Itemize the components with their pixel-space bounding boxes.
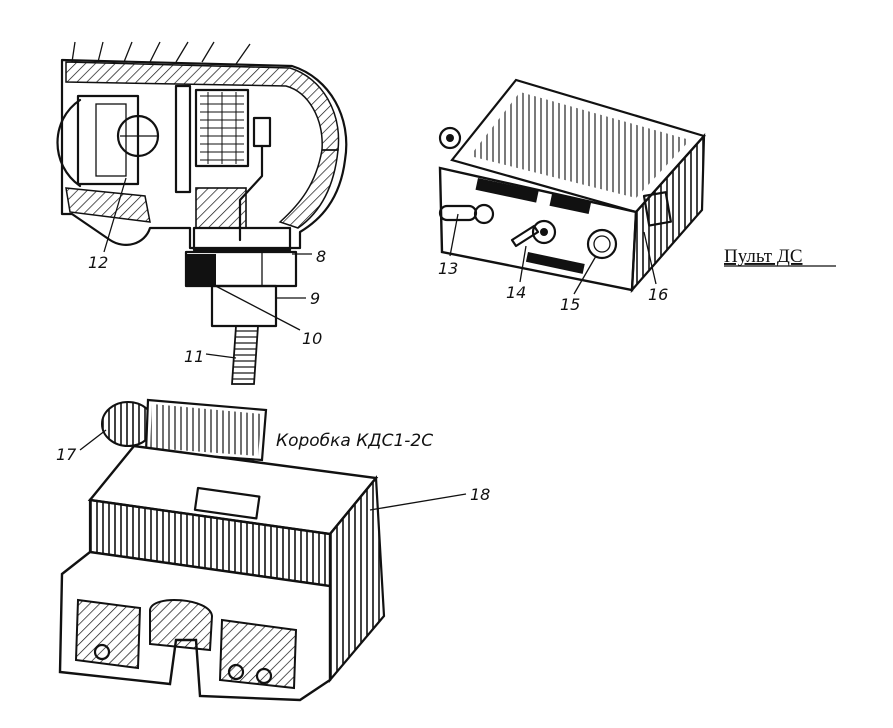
caption-pult-ds: Пульт ДС	[724, 246, 803, 267]
panel-side-face	[630, 133, 706, 294]
housing-wall-top	[65, 61, 340, 151]
control-panel-illustration: 13 14 15 16	[438, 78, 706, 314]
side-connector-16	[642, 191, 672, 227]
mount-bolt-2	[227, 663, 245, 681]
callout-14: 14	[506, 283, 526, 302]
inner-partition	[174, 84, 192, 194]
callout-11: 11	[184, 347, 204, 366]
panel-top-knob	[438, 126, 462, 150]
junction-box-illustration: 17 18	[56, 398, 490, 702]
box-cutout-middle	[149, 599, 214, 652]
lens-dome	[56, 98, 82, 188]
mount-bolt-3	[255, 667, 273, 685]
housing-outline	[60, 58, 348, 250]
box-nameplate	[193, 486, 261, 520]
lens-holder	[76, 94, 140, 186]
box-cutout-left	[74, 598, 142, 670]
coil-winding	[194, 88, 250, 168]
callout-16: 16	[648, 285, 668, 304]
housing-wall-bottom	[65, 187, 151, 223]
callout-9: 9	[310, 289, 320, 308]
cable-gland	[210, 284, 278, 328]
callout-13: 13	[438, 259, 458, 278]
callout-10: 10	[302, 329, 322, 348]
callout-12: 12	[88, 253, 108, 272]
callout-8: 8	[316, 247, 326, 266]
housing-wall-right	[278, 149, 339, 229]
panel-label-plate-3	[525, 252, 585, 274]
sectional-view-detector: 8 9 10 11 12	[56, 41, 348, 385]
top-leader-ticks	[71, 41, 251, 65]
panel-label-plate-1	[475, 178, 539, 203]
rotary-switch-14	[510, 224, 540, 248]
callout-17: 17	[56, 445, 77, 464]
callout-15: 15	[560, 295, 580, 314]
cable-wire	[231, 325, 259, 385]
terminal-post	[252, 116, 272, 148]
box-cutout-right	[218, 618, 298, 690]
caption-korobka: Коробка КДС1-2С	[276, 431, 433, 451]
cable-seal	[186, 254, 216, 286]
panel-label-plate-2	[549, 194, 592, 215]
knob-15	[586, 228, 618, 260]
callout-18: 18	[470, 485, 490, 504]
mount-bolt-1	[93, 643, 111, 661]
base-stem	[195, 187, 247, 229]
